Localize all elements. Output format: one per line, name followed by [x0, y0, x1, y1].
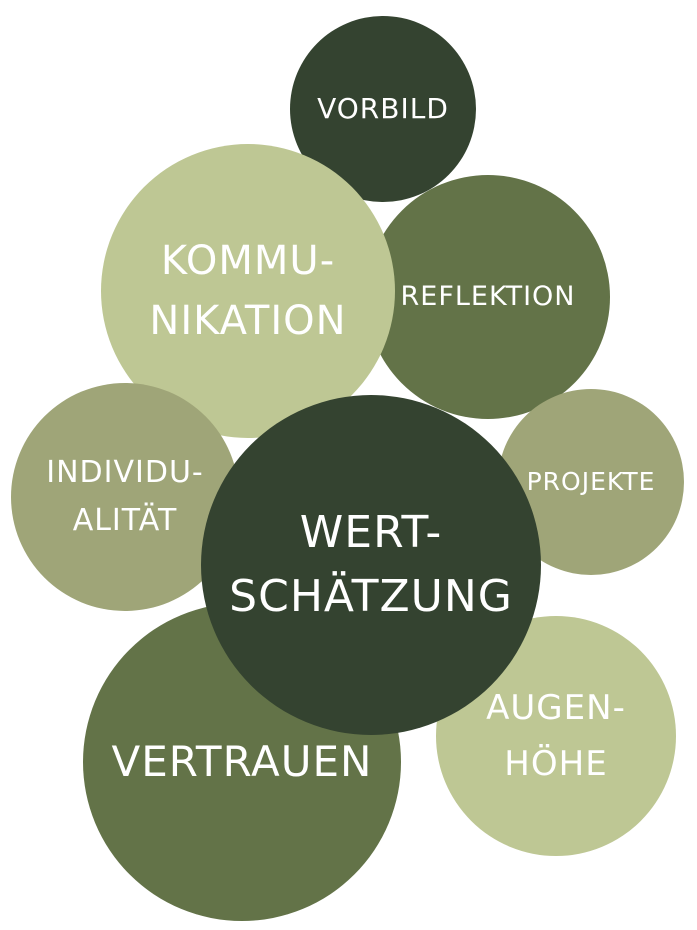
bubble-label-vorbild: VORBILD [317, 92, 449, 125]
bubble-label-kommunikation-line1: KOMMU- [160, 238, 336, 284]
bubble-label-individualitaet-line1: INDIVIDU- [46, 455, 204, 490]
bubble-reflektion: REFLEKTION [366, 175, 610, 419]
bubble-label-augenhoehe-line2: HÖHE [504, 744, 608, 784]
bubble-label-vertrauen: VERTRAUEN [111, 737, 373, 786]
bubble-wertschaetzung: WERT- SCHÄTZUNG [201, 395, 541, 735]
bubble-kommunikation: KOMMU- NIKATION [101, 144, 395, 438]
bubble-label-wertschaetzung-line1: WERT- [299, 507, 443, 558]
bubble-label-reflektion: REFLEKTION [400, 281, 576, 312]
bubble-label-wertschaetzung-line2: SCHÄTZUNG [229, 571, 513, 622]
bubble-label-kommunikation-line2: NIKATION [149, 298, 347, 344]
bubble-label-augenhoehe-line1: AUGEN- [486, 688, 626, 728]
bubble-label-individualitaet-line2: ALITÄT [72, 503, 178, 538]
bubble-label-projekte: PROJEKTE [526, 467, 656, 496]
